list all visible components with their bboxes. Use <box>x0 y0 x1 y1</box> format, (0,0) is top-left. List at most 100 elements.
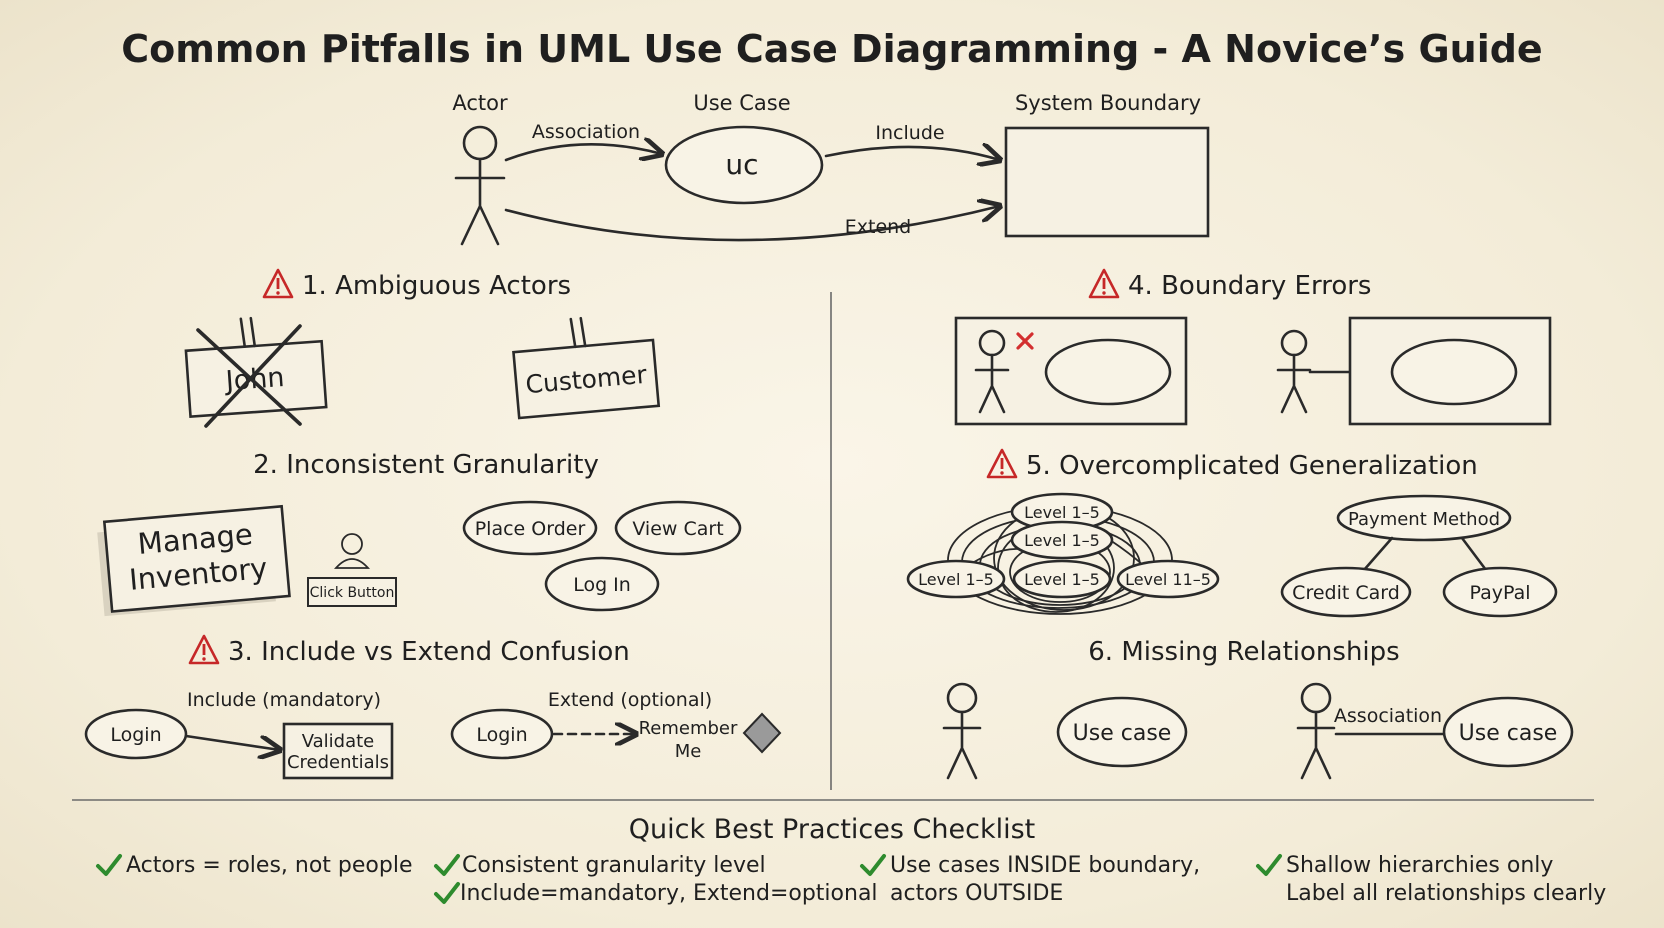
best-practices-checklist: Quick Best Practices Checklist Actors = … <box>96 814 1606 906</box>
level-label-right: Level 11–5 <box>1125 570 1211 589</box>
click-button-label: Click Button <box>310 585 395 601</box>
login-label-include: Login <box>110 724 161 746</box>
section-overcomplicated-generalization: 5. Overcomplicated Generalization Level … <box>906 448 1558 618</box>
association-label: Association <box>1334 705 1442 727</box>
checklist-item-boundary-line2: actors OUTSIDE <box>890 881 1063 906</box>
level-label-left: Level 1–5 <box>918 570 994 589</box>
login-label-extend: Login <box>476 724 527 746</box>
checkmark-icon <box>860 854 886 876</box>
legend-include-label: Include <box>875 122 944 144</box>
checklist-item-hierarchies: Shallow hierarchies only <box>1286 853 1553 878</box>
legend-system-boundary-box <box>1004 126 1210 238</box>
connected-use-case-ellipse <box>1442 696 1574 768</box>
legend: Actor Use Case uc System Boundary Associ… <box>452 91 1210 246</box>
user-icon <box>333 533 371 569</box>
legend-association-arrow <box>504 144 662 160</box>
good-actor-sign: Customer <box>512 316 661 420</box>
use-case-in-boundary-b <box>1390 338 1518 406</box>
credit-card-ellipse <box>1280 566 1412 618</box>
include-arrow <box>184 734 280 750</box>
remember-line2: Me <box>675 741 702 762</box>
warning-triangle-icon <box>262 268 294 299</box>
legend-system-boundary-label: System Boundary <box>1015 91 1201 115</box>
checklist-item-granularity: Consistent granularity level <box>462 853 766 878</box>
level-ellipse-right <box>1116 559 1220 599</box>
x-mark-icon <box>1016 332 1034 350</box>
place-order-ellipse <box>462 500 598 556</box>
log-in-label: Log In <box>573 574 631 596</box>
validate-credentials-box <box>282 722 394 780</box>
section-missing-relationships: 6. Missing Relationships Use case Associ… <box>942 637 1574 780</box>
view-cart-ellipse <box>614 500 742 556</box>
level-label-center: Level 1–5 <box>1024 570 1100 589</box>
checkmark-icon <box>434 882 460 904</box>
view-cart-label: View Cart <box>632 518 723 540</box>
level-ellipse-left <box>906 559 1006 599</box>
unconnected-use-case-ellipse <box>1056 696 1188 768</box>
section-ambiguous-actors: 1. Ambiguous Actors John Customer <box>184 268 661 428</box>
section-6-heading: 6. Missing Relationships <box>1088 637 1399 667</box>
log-in-ellipse <box>544 556 660 612</box>
level-ellipse-center <box>1012 559 1112 599</box>
include-mandatory-label: Include (mandatory) <box>187 689 381 711</box>
place-order-label: Place Order <box>475 518 586 540</box>
actor-outside-boundary-figure <box>1276 329 1312 414</box>
level-ellipse-second <box>1010 520 1114 560</box>
payment-method-label: Payment Method <box>1348 509 1500 530</box>
credit-card-label: Credit Card <box>1292 582 1400 604</box>
level-label-second: Level 1–5 <box>1024 531 1100 550</box>
legend-actor-figure <box>454 125 506 246</box>
payment-method-ellipse <box>1336 494 1512 542</box>
checklist-item-include-extend: Include=mandatory, Extend=optional <box>460 881 878 906</box>
section-inconsistent-granularity: 2. Inconsistent Granularity Manage Inven… <box>97 450 742 617</box>
legend-association-label: Association <box>532 121 640 143</box>
checklist-item-labels: Label all relationships clearly <box>1286 881 1606 906</box>
warning-triangle-icon <box>986 448 1018 479</box>
warning-triangle-icon <box>1088 268 1120 299</box>
click-button-box <box>307 577 397 607</box>
connected-actor-figure <box>1296 682 1336 780</box>
paypal-label: PayPal <box>1469 582 1530 604</box>
actor-inside-boundary-figure <box>974 329 1010 414</box>
manage-inventory-box: Manage Inventory <box>97 504 291 617</box>
login-ellipse-include <box>84 708 188 760</box>
validate-line2: Credentials <box>287 752 389 773</box>
page-title: Common Pitfalls in UML Use Case Diagramm… <box>121 27 1542 71</box>
legend-use-case-label: Use Case <box>693 91 790 115</box>
section-include-extend-confusion: 3. Include vs Extend Confusion Include (… <box>84 634 782 780</box>
checklist-title: Quick Best Practices Checklist <box>629 814 1036 845</box>
level-label-top: Level 1–5 <box>1024 503 1100 522</box>
legend-actor-label: Actor <box>452 91 508 115</box>
login-ellipse-extend <box>450 708 554 760</box>
legend-uc-text: uc <box>725 148 758 181</box>
section-2-heading: 2. Inconsistent Granularity <box>253 450 599 480</box>
checkmark-icon <box>434 854 460 876</box>
diamond-icon <box>742 712 782 754</box>
legend-use-case-ellipse <box>664 125 824 205</box>
strike-through-x-icon <box>196 324 302 428</box>
checklist-item-actors: Actors = roles, not people <box>126 853 412 878</box>
unconnected-use-case-label: Use case <box>1073 721 1172 746</box>
validate-line1: Validate <box>302 731 375 752</box>
bad-actor-sign: John <box>184 316 328 418</box>
legend-extend-label: Extend <box>845 216 912 238</box>
section-4-heading: 4. Boundary Errors <box>1128 271 1371 301</box>
section-boundary-errors: 4. Boundary Errors <box>954 268 1552 426</box>
use-case-in-boundary-a <box>1044 338 1172 406</box>
generalization-lines <box>1362 536 1488 572</box>
remember-line1: Remember <box>639 718 738 739</box>
extend-optional-label: Extend (optional) <box>548 689 712 711</box>
connected-use-case-label: Use case <box>1459 721 1558 746</box>
warning-triangle-icon <box>188 634 220 665</box>
checkmark-icon <box>1256 854 1282 876</box>
checkmark-icon <box>96 854 122 876</box>
section-3-heading: 3. Include vs Extend Confusion <box>228 637 630 667</box>
unconnected-actor-figure <box>942 682 982 780</box>
section-1-heading: 1. Ambiguous Actors <box>302 271 571 301</box>
legend-extend-arrow <box>504 206 1000 242</box>
checklist-item-boundary-line1: Use cases INSIDE boundary, <box>890 853 1200 878</box>
paypal-ellipse <box>1442 566 1558 618</box>
legend-include-arrow <box>824 147 1000 160</box>
